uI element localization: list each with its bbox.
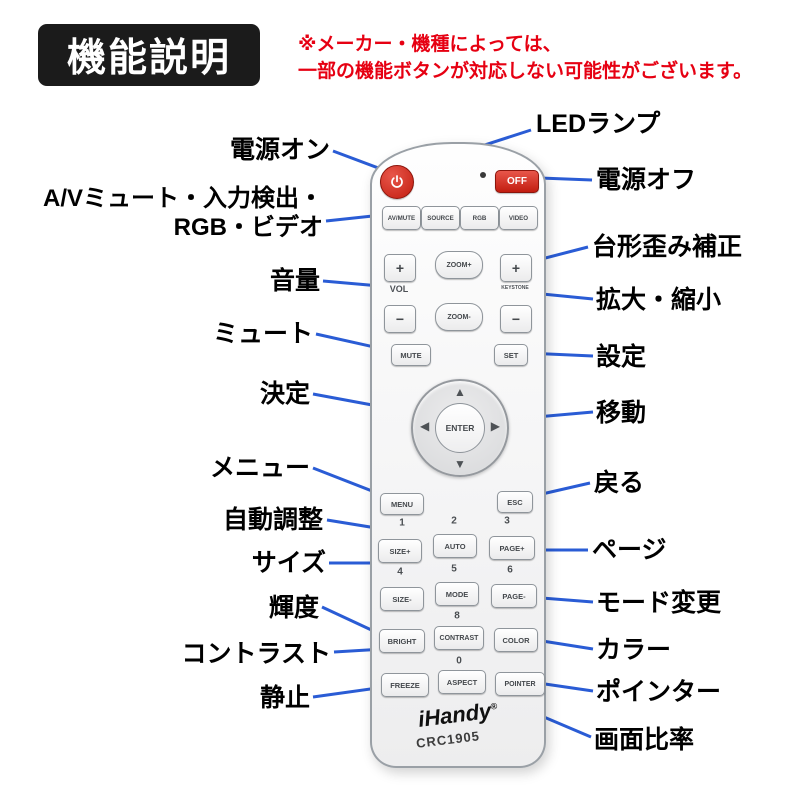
page-plus-button[interactable]: PAGE+ xyxy=(489,536,535,560)
digit-6: 6 xyxy=(507,564,513,576)
label-freeze: 静止 xyxy=(259,684,310,712)
power-icon xyxy=(391,175,403,188)
volume-label: VOL xyxy=(389,284,409,294)
av-mute-button[interactable]: AV/MUTE xyxy=(382,206,421,230)
direction-pad[interactable]: ▲ ▼ ◀ ▶ ENTER xyxy=(411,379,509,477)
digit-4: 4 xyxy=(397,566,403,578)
digit-0: 0 xyxy=(456,655,462,667)
source-button[interactable]: SOURCE xyxy=(421,206,460,230)
title-badge: 機能説明 xyxy=(38,24,260,86)
keystone-down-button[interactable]: − xyxy=(500,305,532,333)
leader-pointer xyxy=(544,682,594,693)
label-mute: ミュート xyxy=(212,320,313,348)
bright-button[interactable]: BRIGHT xyxy=(379,629,425,653)
power-off-button[interactable]: OFF xyxy=(495,170,539,193)
label-zoom: 拡大・縮小 xyxy=(596,286,722,314)
size-minus-button[interactable]: SIZE- xyxy=(380,587,424,611)
mute-button[interactable]: MUTE xyxy=(391,344,431,366)
registered-mark: ® xyxy=(489,700,498,712)
label-enter: 決定 xyxy=(259,380,310,408)
label-pointer: ポインター xyxy=(596,678,722,706)
disclaimer-line2: 一部の機能ボタンが対応しない可能性がございます。 xyxy=(298,61,753,82)
esc-button[interactable]: ESC xyxy=(497,491,533,513)
label-keystone: 台形歪み補正 xyxy=(592,233,743,261)
menu-button[interactable]: MENU xyxy=(380,493,424,515)
label-led-lamp: LEDランプ xyxy=(536,110,661,138)
leader-power-off xyxy=(539,176,593,182)
label-back: 戻る xyxy=(594,469,645,497)
freeze-button[interactable]: FREEZE xyxy=(381,673,429,697)
arrow-left-icon[interactable]: ◀ xyxy=(420,419,430,433)
remote-body: OFF AV/MUTE SOURCE RGB VIDEO + VOL − ZOO… xyxy=(370,142,546,768)
contrast-button[interactable]: CONTRAST xyxy=(434,626,484,650)
aspect-button[interactable]: ASPECT xyxy=(438,670,486,694)
enter-button[interactable]: ENTER xyxy=(435,403,485,453)
size-plus-button[interactable]: SIZE+ xyxy=(378,539,422,563)
zoom-out-button[interactable]: ZOOM- xyxy=(435,303,483,331)
power-button[interactable] xyxy=(380,165,414,199)
label-settings: 設定 xyxy=(596,343,647,371)
page-title: 機能説明 xyxy=(66,37,231,80)
digit-2: 2 xyxy=(451,515,457,527)
digit-8: 8 xyxy=(454,610,460,622)
brand-name: iHandy xyxy=(416,698,493,732)
label-av-functions: A/Vミュート・入力検出・ RGB・ビデオ xyxy=(43,184,323,242)
zoom-in-button[interactable]: ZOOM+ xyxy=(435,251,483,279)
volume-down-button[interactable]: − xyxy=(384,305,416,333)
keystone-label: KEYSTONE xyxy=(501,285,529,291)
video-button[interactable]: VIDEO xyxy=(499,206,538,230)
label-size: サイズ xyxy=(251,549,326,577)
label-av-line2: RGB・ビデオ xyxy=(173,214,323,241)
mode-button[interactable]: MODE xyxy=(435,582,479,606)
digit-1: 1 xyxy=(399,517,405,529)
arrow-up-icon[interactable]: ▲ xyxy=(454,385,466,399)
keystone-up-button[interactable]: + xyxy=(500,254,532,282)
label-av-line1: A/Vミュート・入力検出・ xyxy=(42,185,323,212)
label-brightness: 輝度 xyxy=(268,594,319,622)
label-page: ページ xyxy=(592,536,667,564)
label-aspect-ratio: 画面比率 xyxy=(594,726,695,754)
label-color: カラー xyxy=(596,636,672,664)
auto-button[interactable]: AUTO xyxy=(433,534,477,558)
set-button[interactable]: SET xyxy=(494,344,528,366)
label-mode-change: モード変更 xyxy=(596,589,722,617)
disclaimer-line1: ※メーカー・機種によっては、 xyxy=(298,34,562,55)
label-power-off: 電源オフ xyxy=(596,166,697,194)
label-move: 移動 xyxy=(596,399,647,427)
digit-3: 3 xyxy=(504,515,510,527)
disclaimer: ※メーカー・機種によっては、 一部の機能ボタンが対応しない可能性がございます。 xyxy=(298,31,752,85)
label-auto-adjust: 自動調整 xyxy=(222,506,323,534)
arrow-down-icon[interactable]: ▼ xyxy=(454,457,466,471)
pointer-button[interactable]: POINTER xyxy=(495,672,545,696)
label-menu: メニュー xyxy=(209,454,310,482)
page-minus-button[interactable]: PAGE- xyxy=(491,584,537,608)
arrow-right-icon[interactable]: ▶ xyxy=(490,419,500,433)
volume-up-button[interactable]: + xyxy=(384,254,416,282)
digit-5: 5 xyxy=(451,563,457,575)
led-lamp xyxy=(480,172,486,178)
label-volume: 音量 xyxy=(269,267,320,295)
label-contrast: コントラスト xyxy=(181,640,331,668)
color-button[interactable]: COLOR xyxy=(494,628,538,652)
rgb-button[interactable]: RGB xyxy=(460,206,499,230)
label-power-on: 電源オン xyxy=(229,136,330,164)
